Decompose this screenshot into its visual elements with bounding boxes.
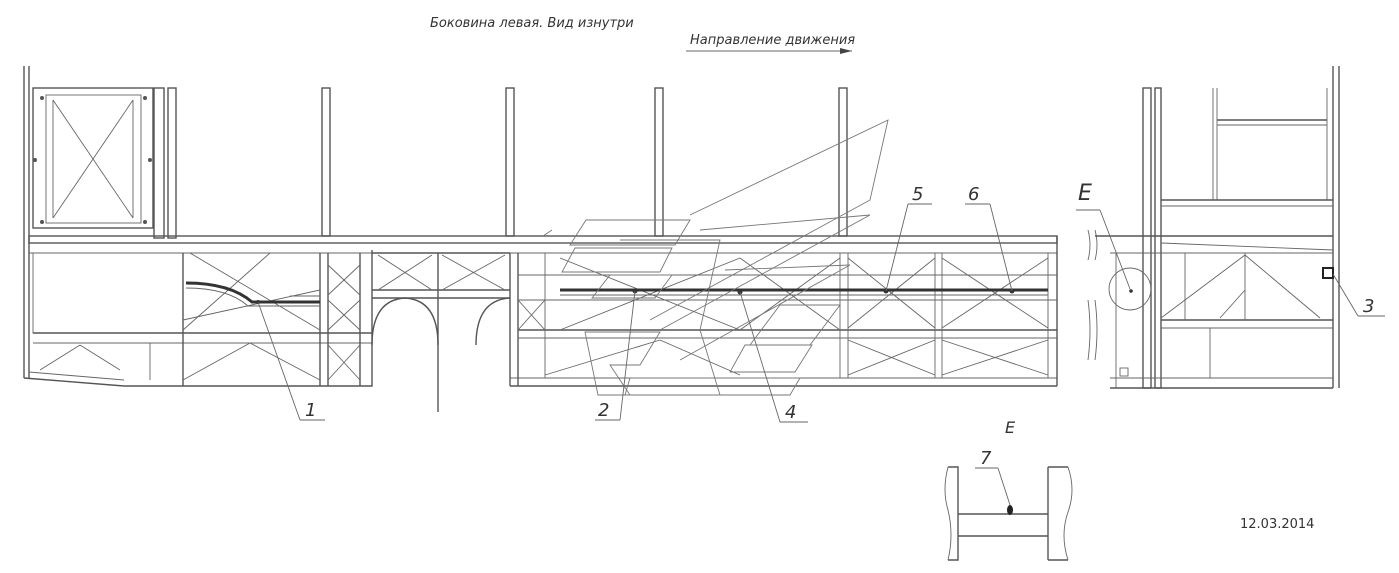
wheel-arch-section	[371, 252, 511, 412]
callout-2-number: 2	[598, 400, 609, 421]
view-label-leader-diag	[1099, 209, 1131, 290]
callout-5: 5	[885, 184, 932, 292]
middle-frame-section	[505, 87, 1058, 396]
callout-7-number: 7	[980, 448, 992, 469]
drawing-title: Боковина левая. Вид изнутри	[430, 16, 634, 31]
callout-2: 2	[595, 290, 636, 421]
direction-label: Направление движения	[690, 33, 855, 48]
view-label-e: Е	[1078, 181, 1092, 206]
callout-4-number: 4	[785, 402, 796, 423]
callout-6-number: 6	[968, 184, 979, 205]
direction-arrow	[686, 48, 852, 54]
callout-4: 4	[739, 291, 808, 423]
callout-6: 6	[965, 184, 1013, 292]
right-frame-section	[1095, 66, 1340, 389]
detail-e-label: Е	[1005, 418, 1016, 437]
break-lines	[1087, 229, 1098, 361]
callout-3: 3	[1332, 273, 1385, 317]
drawing-date: 12.03.2014	[1240, 517, 1314, 532]
callout-3-number: 3	[1363, 296, 1374, 317]
callout-1: 1	[257, 301, 325, 421]
detail-e: Е 7	[944, 418, 1073, 561]
callout-1-number: 1	[305, 400, 316, 421]
callout-5-number: 5	[912, 184, 923, 205]
